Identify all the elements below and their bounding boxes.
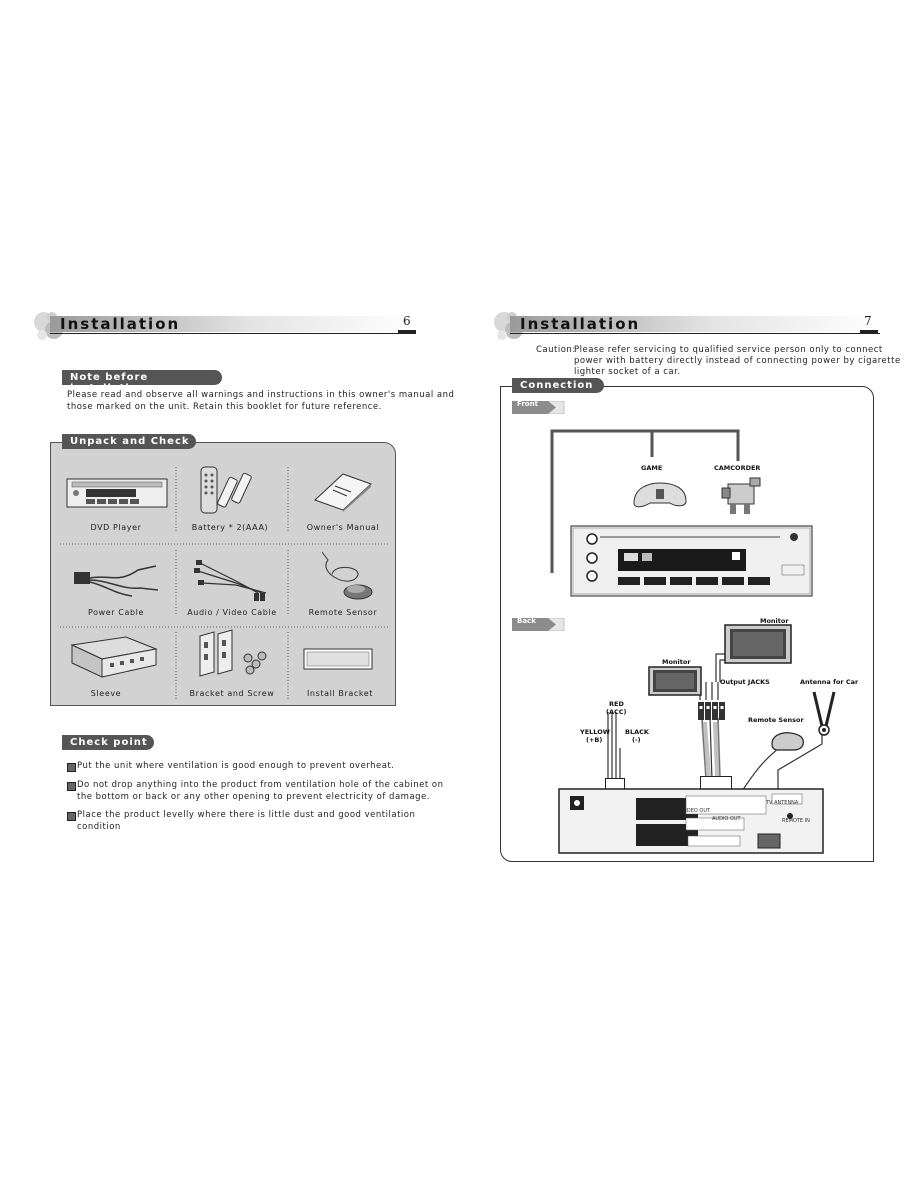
monitor-left-icon [648,666,702,696]
check-point-3-text-line-1: Place the product levelly where there is… [77,810,416,820]
caution-line-2: power with battery directly instead of c… [574,356,901,366]
camcorder-icon [720,474,764,516]
check-point-2-text-line-1: Do not drop anything into the product fr… [77,780,444,790]
av-cable-caption: Audio / Video Cable [187,608,277,617]
acc-label: (ACC) [606,708,627,716]
video-out-label: VIDEO OUT [682,808,711,814]
remote-sensor-caption: Remote Sensor [308,608,378,617]
minus-label: (-) [632,736,641,744]
manual-icon [313,470,373,512]
check-point-1-text: Put the unit where ventilation is good e… [77,761,395,771]
check-point-1-bullet-icon [67,763,76,772]
connection-section-label: Connection [512,378,604,393]
left-page-number: 6 [403,314,411,328]
front-tag [511,399,566,415]
check-section-label: Check point [62,735,154,750]
av-cable-icon [192,553,272,603]
check-point-3-text-line-2: condition [77,822,121,832]
caution-label: Caution: [536,345,576,355]
output-jacks-label: Output JACKS [720,678,770,686]
left-header-gradient-bar [50,316,414,332]
antenna-label: Antenna for Car [800,678,859,686]
audio-out-label: AUDIO OUT [712,816,741,822]
remote-sensor-icon [316,548,378,602]
left-page-title: Installation [60,315,181,333]
unit-back-panel-icon [558,788,824,854]
right-page-number-bar [860,330,878,333]
note-text-line-1: Please read and observe all warnings and… [67,390,455,400]
check-point-2-text-line-2: the bottom or back or any other opening … [77,792,430,802]
game-console-icon [630,477,690,511]
front-connection-lines [550,429,740,573]
note-section-label: Note before installation [62,370,222,394]
monitor-top-label: Monitor [760,617,789,625]
check-point-3-bullet-icon [67,812,76,821]
install-bracket-icon [303,648,373,670]
game-label: GAME [641,464,663,472]
caution-line-3: lighter socket of a car. [574,367,681,377]
front-tag-label: Front [517,400,538,408]
remote-sensor-back-icon [770,728,806,752]
monitor-top-icon [724,624,792,664]
black-wire-label: BLACK [625,728,649,736]
left-page-number-bar [398,330,416,333]
remote-sensor-label: Remote Sensor [748,716,804,724]
caution-line-1: Please refer servicing to qualified serv… [574,345,883,355]
bracket-screw-icon [192,628,272,680]
battery-caption: Battery * 2(AAA) [191,523,269,532]
left-header-underline [50,333,416,334]
check-point-2-bullet-icon [67,782,76,791]
sleeve-icon [66,633,160,679]
output-jacks-icon [697,700,727,722]
power-cable-icon [68,560,160,600]
b-plus-label: (+B) [586,736,603,744]
antenna-icon [810,690,838,736]
back-tag [511,616,566,632]
tv-antenna-label: TV ANTENNA [766,800,799,806]
power-cable-caption: Power Cable [87,608,145,617]
red-wire-label: RED [609,700,624,708]
back-tag-label: Back [517,617,536,625]
camcorder-label: CAMCORDER [714,464,761,472]
install-bracket-caption: Install Bracket [306,689,374,698]
right-header-underline [510,333,880,334]
monitor-left-label: Monitor [662,658,691,666]
note-text-line-2: those marked on the unit. Retain this bo… [67,402,382,412]
unpack-grid-lines [60,467,388,700]
manual-caption: Owner's Manual [306,523,380,532]
remote-battery-icon [195,465,265,515]
right-header-gradient-bar [510,316,878,332]
right-page-title: Installation [520,315,641,333]
bracket-screw-caption: Bracket and Screw [189,689,275,698]
remote-in-label: REMOTE IN [782,818,810,824]
right-page-number: 7 [864,314,872,328]
dvd-player-caption: DVD Player [90,523,142,532]
unpack-section-label: Unpack and Check [62,434,196,449]
unit-front-panel-icon [570,525,813,597]
dvd-player-icon [66,478,168,508]
yellow-wire-label: YELLOW [580,728,610,736]
sleeve-caption: Sleeve [90,689,122,698]
